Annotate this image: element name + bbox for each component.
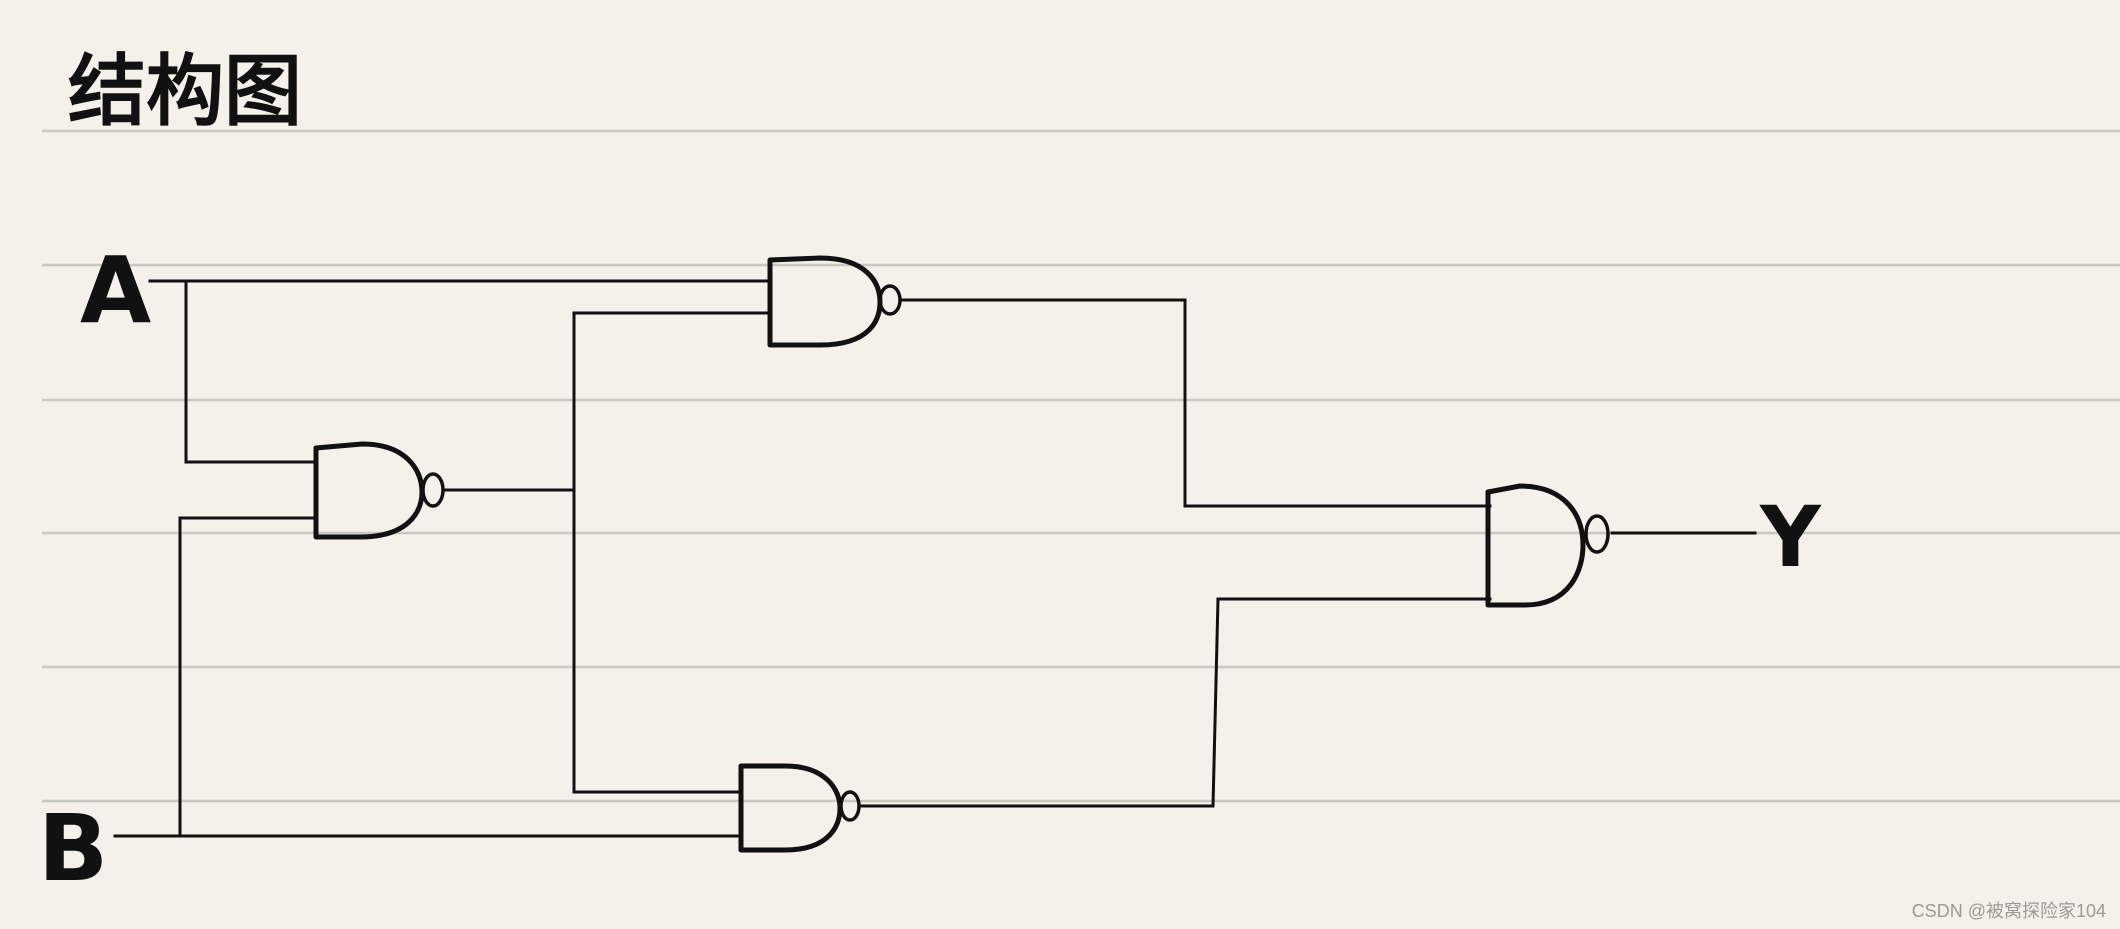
wire-a-to-gate2 <box>184 279 316 464</box>
inversion-bubble-1 <box>878 284 902 316</box>
ruled-lines <box>42 129 2120 803</box>
inversion-bubble-2 <box>421 472 445 508</box>
input-label-a: A <box>80 237 151 344</box>
nand-gate-3 <box>738 763 861 853</box>
output-label-y: Y <box>1759 488 1822 586</box>
wire-gate3-to-gate4 <box>860 597 1492 808</box>
diagram-title: 结构图 <box>68 47 302 137</box>
wire-b-to-gate2 <box>178 516 316 838</box>
wire-gate2-to-gate3 <box>572 488 744 794</box>
wire-gate2-to-gate1 <box>572 311 770 492</box>
inversion-bubble-4 <box>1584 514 1610 554</box>
nand-gate-4 <box>1485 483 1610 608</box>
nand-gate-1 <box>767 255 902 348</box>
nand-gate-2 <box>313 441 445 540</box>
input-label-b: B <box>38 795 108 902</box>
wire-gate1-to-gate4 <box>898 298 1492 508</box>
wires <box>113 279 1757 838</box>
watermark: CSDN @被窝探险家104 <box>1911 901 2106 921</box>
inversion-bubble-3 <box>839 790 861 822</box>
